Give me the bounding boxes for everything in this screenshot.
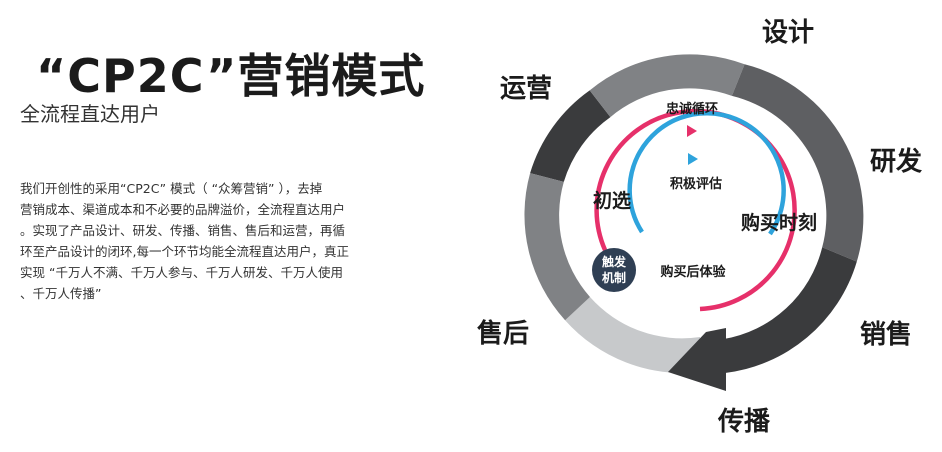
stage-label-operation: 运营: [500, 74, 552, 104]
stage-label-spread: 传播: [717, 407, 771, 437]
ring-segment-rnd: [731, 64, 864, 262]
description-line: 营销成本、渠道成本和不必要的品牌溢价，全流程直达用户: [20, 202, 346, 217]
description-line: 实现 “千万人不满、千万人参与、千万人研发、千万人使用: [20, 265, 343, 280]
ring-segment-operation: [530, 90, 611, 182]
stage-label-design: 设计: [762, 18, 814, 48]
description-line: 。实现了产品设计、研发、传播、销售、售后和运营，再循: [20, 223, 346, 238]
evaluation-loop-blue: [627, 110, 786, 236]
ring-segment-spread: [565, 297, 700, 373]
description-line: 、千万人传播”: [20, 286, 102, 301]
page-subtitle: 全流程直达用户: [20, 102, 160, 126]
description-line: 环至产品设计的闭环,每一个环节均能全流程直达用户，真正: [20, 244, 349, 259]
ring-arrow-head: [668, 328, 726, 391]
ring-segment-sales: [722, 247, 857, 374]
stage-label-aftersales: 售后: [477, 318, 529, 349]
description-paragraph: 我们开创性的采用“CP2C” 模式（ “众筹营销” ），去掉 营销成本、渠道成本…: [20, 178, 400, 304]
initial-selection-label: 初选: [593, 189, 631, 212]
trigger-label-line1: 触发: [602, 254, 627, 269]
after-purchase-label: 购买后体验: [660, 264, 726, 280]
pink-arrow-icon: [687, 125, 697, 137]
trigger-node: [592, 248, 636, 292]
description-line: 我们开创性的采用“CP2C” 模式（ “众筹营销” ），去掉: [20, 181, 323, 196]
trigger-label-line2: 机制: [602, 270, 626, 285]
purchase-moment-label: 购买时刻: [741, 211, 817, 234]
ring-segment-design: [589, 54, 745, 118]
stage-label-rnd: 研发: [870, 146, 922, 177]
loyalty-label: 忠诚循环: [666, 101, 718, 117]
evaluate-label: 积极评估: [670, 176, 722, 192]
stage-label-sales: 销售: [860, 319, 912, 350]
ring-segment-aftersales: [524, 173, 590, 321]
blue-arrow-icon: [688, 153, 698, 165]
page-title: “CP2C”营销模式: [36, 49, 426, 103]
